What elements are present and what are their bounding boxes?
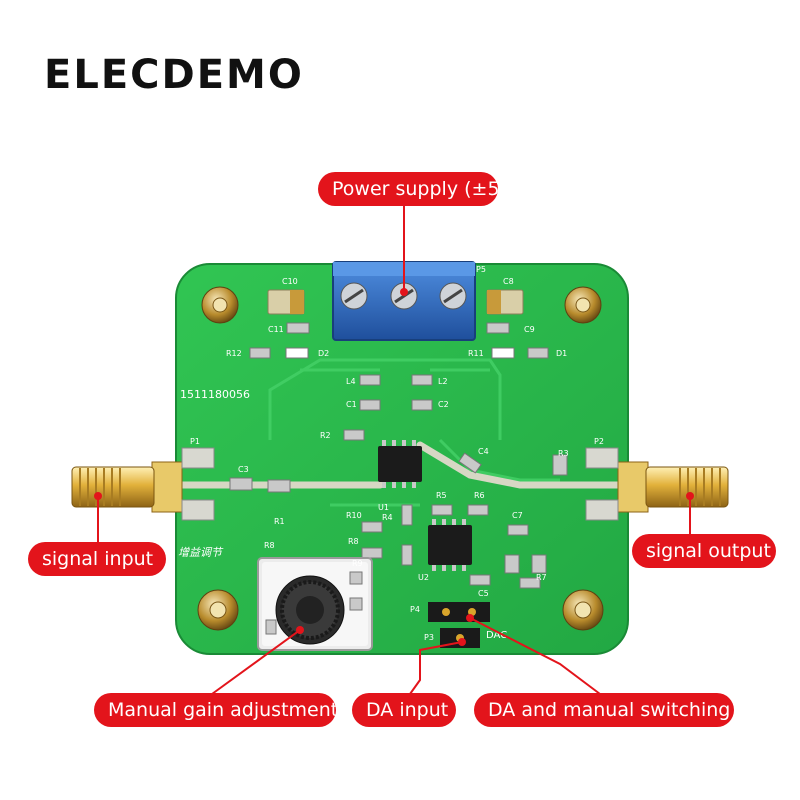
silk-r9: R9	[352, 559, 363, 568]
silk-gain-cn: 增益调节	[178, 546, 224, 559]
power-terminal-block	[332, 261, 476, 341]
silk-p3: P3	[424, 633, 434, 642]
sma-connector-input	[71, 447, 215, 521]
silk-p2: P2	[594, 437, 604, 446]
chip-u1	[378, 440, 422, 488]
silk-r3: R3	[558, 449, 569, 458]
silk-c4: C4	[478, 447, 489, 456]
smd-components	[229, 322, 568, 589]
callout-endpoints	[94, 288, 694, 646]
silk-r8-pot: R8	[264, 541, 275, 550]
silk-board-id: 1511180056	[180, 388, 250, 401]
silk-p4: P4	[410, 605, 420, 614]
silkscreen-labels: C10 P5 C8 C11 C9 R12 D2 R11 D1 151118005…	[178, 265, 604, 642]
callout-manual-gain: Manual gain adjustment	[94, 693, 338, 727]
brand-logo: ELECDEMO	[44, 52, 304, 98]
silk-r8: R8	[348, 537, 359, 546]
silk-dac: DAC	[486, 630, 507, 641]
silk-r6: R6	[474, 491, 485, 500]
silk-r12: R12	[226, 349, 242, 358]
capacitor-c10	[267, 289, 305, 315]
silk-c5: C5	[478, 589, 489, 598]
silk-c8: C8	[503, 277, 514, 286]
callout-da-switching: DA and manual switching	[474, 693, 734, 727]
callout-leaders	[97, 204, 691, 695]
silk-u2: U2	[418, 573, 429, 582]
silk-p5: P5	[476, 265, 486, 274]
pcb-traces	[268, 358, 560, 507]
callout-signal-output: signal output	[632, 534, 776, 568]
silk-r5: R5	[436, 491, 447, 500]
silk-l4: L4	[346, 377, 356, 386]
silk-d1: D1	[556, 349, 567, 358]
capacitor-c8	[486, 289, 524, 315]
silk-c7: C7	[512, 511, 523, 520]
silk-c9: C9	[524, 325, 535, 334]
silk-c10: C10	[282, 277, 298, 286]
silk-r7: R7	[536, 573, 547, 582]
sma-connector-output	[585, 447, 729, 521]
silk-r11: R11	[468, 349, 484, 358]
silk-c2: C2	[438, 400, 449, 409]
silk-c11: C11	[268, 325, 284, 334]
gain-potentiometer	[257, 557, 373, 651]
callout-power-supply: Power supply (±5V)	[318, 172, 520, 206]
silk-d2: D2	[318, 349, 329, 358]
pin-header-p4	[428, 602, 490, 622]
silk-c3: C3	[238, 465, 249, 474]
callout-signal-input: signal input	[28, 542, 166, 576]
silk-u1: U1	[378, 503, 389, 512]
silk-l2: L2	[438, 377, 448, 386]
mounting-nut-bottom-right	[562, 589, 604, 631]
silk-r10: R10	[346, 511, 362, 520]
mounting-nut-bottom-left	[197, 589, 239, 631]
silk-r2: R2	[320, 431, 331, 440]
silk-r1: R1	[274, 517, 285, 526]
silk-r4: R4	[382, 513, 393, 522]
mounting-nut-top-left	[201, 286, 239, 324]
mounting-nut-top-right	[564, 286, 602, 324]
silk-p1: P1	[190, 437, 200, 446]
callout-da-input: DA input	[352, 693, 456, 727]
chip-u2	[428, 519, 472, 571]
silk-c1: C1	[346, 400, 357, 409]
